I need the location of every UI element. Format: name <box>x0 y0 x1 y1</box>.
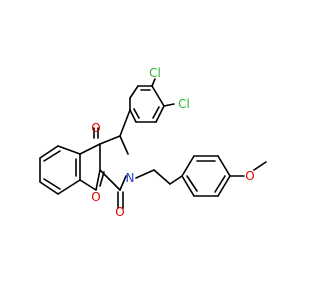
bond <box>95 169 101 191</box>
methoxy-oxygen-label: O <box>245 169 254 183</box>
bond <box>129 109 137 123</box>
bond <box>79 179 97 191</box>
ring-oxygen-label: O <box>91 190 100 204</box>
bond <box>133 108 140 119</box>
bond <box>169 175 183 185</box>
nitrogen-atom-label: N <box>126 171 135 185</box>
bond <box>119 175 127 191</box>
molecule-canvas: Cl Cl O O O N O <box>0 0 300 300</box>
bond <box>135 169 155 179</box>
bond <box>181 175 195 197</box>
bond <box>39 145 59 159</box>
bond <box>43 178 61 190</box>
bond <box>153 169 171 185</box>
bond <box>214 175 226 193</box>
bond <box>99 171 105 187</box>
bond <box>181 155 195 177</box>
bond <box>129 85 139 99</box>
bond <box>79 143 101 155</box>
bond <box>57 179 81 195</box>
chlorine-atom-label: Cl <box>149 66 161 80</box>
bonds <box>39 78 267 209</box>
bond <box>186 175 198 192</box>
bond <box>155 105 165 123</box>
bond <box>39 181 59 195</box>
molecule-structure: Cl Cl O O O N O <box>0 0 300 300</box>
bond <box>43 150 61 162</box>
bond <box>163 103 175 107</box>
chlorine-atom-label: Cl <box>178 97 190 111</box>
imide-oxygen-label: O <box>115 205 124 219</box>
bond <box>217 175 231 197</box>
bond <box>119 109 131 137</box>
bond <box>151 85 165 107</box>
bond <box>152 106 160 119</box>
bond <box>119 135 129 155</box>
bond <box>217 155 231 177</box>
bond <box>99 135 121 145</box>
background <box>0 0 300 300</box>
ketone-oxygen-label: O <box>91 121 100 135</box>
bond <box>253 161 267 171</box>
bond <box>151 78 156 87</box>
bond <box>57 145 81 155</box>
atom-labels: Cl Cl O O O N O <box>91 66 254 219</box>
